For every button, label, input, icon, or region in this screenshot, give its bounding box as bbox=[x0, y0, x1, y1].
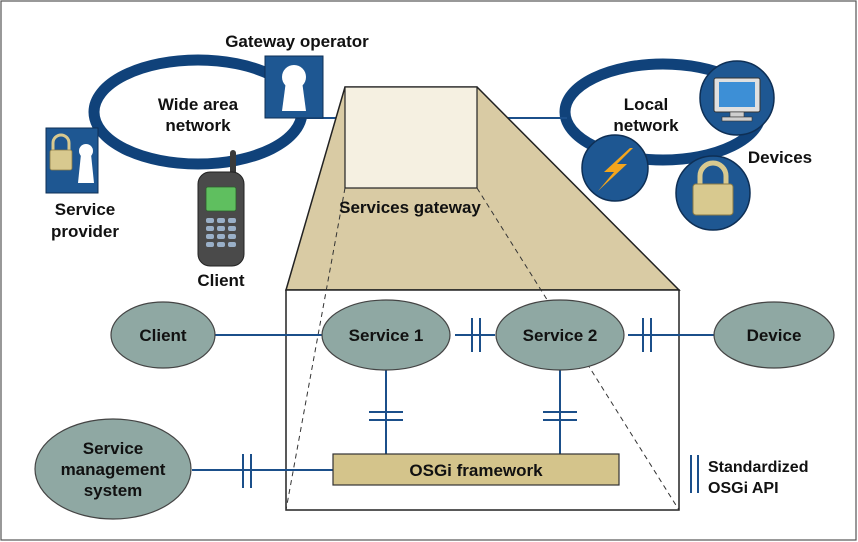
api-marker-service2-framework bbox=[543, 411, 577, 421]
local-label-line2: network bbox=[613, 116, 679, 135]
api-marker-service1-service2 bbox=[471, 318, 481, 352]
gateway-operator-label: Gateway operator bbox=[225, 32, 369, 51]
devices-label: Devices bbox=[748, 148, 812, 167]
osgi-framework-label: OSGi framework bbox=[409, 461, 543, 480]
lightning-bolt-icon bbox=[581, 134, 649, 202]
service1-node-label: Service 1 bbox=[349, 326, 424, 345]
api-marker-sms-framework bbox=[242, 454, 252, 488]
keyhole-icon bbox=[264, 55, 324, 119]
sms-node-label-line2: management bbox=[61, 460, 166, 479]
services-gateway-box bbox=[344, 86, 478, 189]
wan-label-line2: network bbox=[165, 116, 231, 135]
local-label-line1: Local bbox=[624, 95, 668, 114]
legend-api-marker bbox=[690, 455, 699, 493]
computer-monitor-icon bbox=[699, 60, 775, 136]
osgi-framework-bar bbox=[332, 453, 620, 486]
service-provider-label-line1: Service bbox=[55, 200, 116, 219]
client-node-label: Client bbox=[139, 326, 187, 345]
service-provider-label-line2: provider bbox=[51, 222, 119, 241]
sms-node-label-line1: Service bbox=[83, 439, 144, 458]
sms-node-label-line3: system bbox=[84, 481, 143, 500]
wan-label-line1: Wide area bbox=[158, 95, 239, 114]
service2-node bbox=[495, 299, 625, 371]
client-top-label: Client bbox=[197, 271, 245, 290]
service1-node bbox=[321, 299, 451, 371]
api-marker-service2-device bbox=[642, 318, 652, 352]
service2-node-label: Service 2 bbox=[523, 326, 598, 345]
padlock-icon bbox=[675, 155, 751, 231]
lock-keyhole-icon bbox=[45, 127, 99, 194]
service-management-system-node bbox=[34, 418, 192, 520]
mobile-phone-icon bbox=[197, 150, 245, 267]
legend-label-line1: Standardized bbox=[708, 459, 808, 476]
legend-label-line2: OSGi API bbox=[708, 480, 779, 497]
device-node-label: Device bbox=[747, 326, 802, 345]
device-node bbox=[713, 301, 835, 369]
client-node bbox=[110, 301, 216, 369]
services-gateway-label: Services gateway bbox=[339, 198, 481, 217]
api-marker-service1-framework bbox=[369, 411, 403, 421]
projection-dash-left bbox=[285, 187, 346, 511]
